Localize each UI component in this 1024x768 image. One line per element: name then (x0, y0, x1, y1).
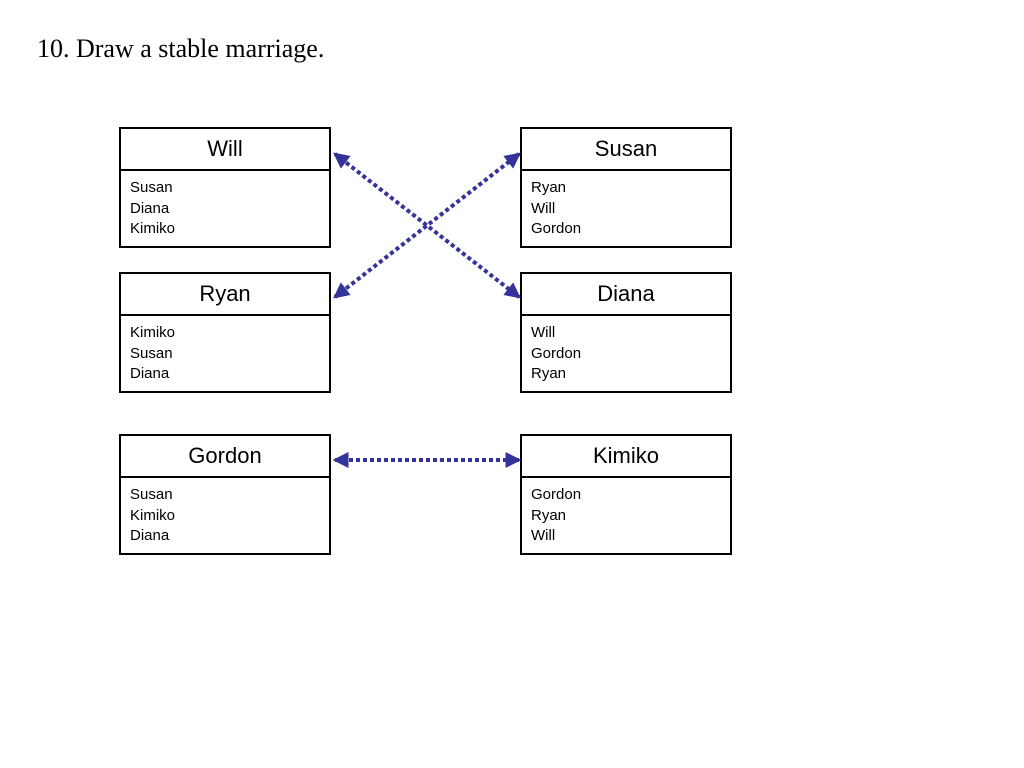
preference-list: Kimiko Susan Diana (121, 316, 329, 391)
preference-item: Diana (130, 365, 170, 382)
preference-item: Gordon (531, 486, 582, 503)
preference-item: Susan (130, 344, 173, 362)
preference-item: Kimiko (130, 324, 176, 341)
box-will: Will Susan Diana Kimiko (119, 127, 331, 248)
box-name: Ryan (121, 274, 329, 316)
preference-item: Diana (130, 199, 170, 217)
box-name: Kimiko (522, 436, 730, 478)
box-name: Will (121, 129, 329, 171)
box-name: Susan (522, 129, 730, 171)
preference-item: Will (531, 324, 556, 341)
preference-list: Susan Kimiko Diana (121, 478, 329, 553)
preference-item: Susan (130, 486, 173, 503)
preference-item: Ryan (531, 179, 567, 196)
preference-item: Will (531, 527, 556, 544)
preference-list: Susan Diana Kimiko (121, 171, 329, 246)
box-name: Diana (522, 274, 730, 316)
box-kimiko: Kimiko Gordon Ryan Will (520, 434, 732, 555)
preference-item: Ryan (531, 365, 567, 382)
preference-list: Gordon Ryan Will (522, 478, 730, 553)
preference-item: Gordon (531, 220, 582, 237)
preference-list: Ryan Will Gordon (522, 171, 730, 246)
box-ryan: Ryan Kimiko Susan Diana (119, 272, 331, 393)
box-name: Gordon (121, 436, 329, 478)
box-gordon: Gordon Susan Kimiko Diana (119, 434, 331, 555)
preference-item: Kimiko (130, 220, 176, 237)
preference-item: Kimiko (130, 506, 176, 524)
preference-item: Diana (130, 527, 170, 544)
preference-item: Ryan (531, 506, 567, 524)
box-diana: Diana Will Gordon Ryan (520, 272, 732, 393)
preference-list: Will Gordon Ryan (522, 316, 730, 391)
match-arrow-will-diana (333, 152, 521, 299)
page-title: 10. Draw a stable marriage. (37, 34, 325, 63)
box-susan: Susan Ryan Will Gordon (520, 127, 732, 248)
preference-item: Will (531, 199, 556, 217)
preference-item: Gordon (531, 344, 582, 362)
match-arrow-ryan-susan (333, 152, 521, 299)
preference-item: Susan (130, 179, 173, 196)
